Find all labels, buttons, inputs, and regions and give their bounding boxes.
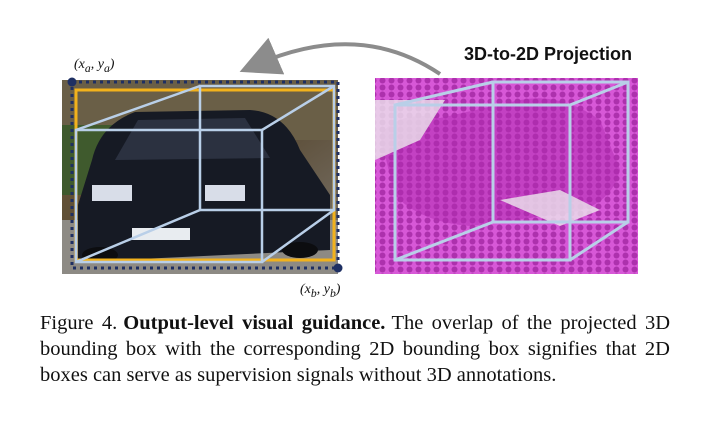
corner-point-b [333,263,343,273]
coordinate-label-a: (xa, ya) [74,57,115,75]
point-cloud-image [375,78,638,274]
projection-label: 3D-to-2D Projection [464,44,633,64]
figure-caption: Figure 4.Output-level visual guidance.Th… [40,310,670,388]
corner-point-a [67,77,77,87]
caption-body: The overlap of the projected 3D bounding… [40,312,670,386]
coordinate-label-b: (xb, yb) [300,282,341,300]
figure-label: Figure 4. [40,312,118,334]
3d-box-right [393,80,630,262]
figure-canvas [62,37,638,274]
dotted-2d-box [70,80,340,270]
projection-arrow [239,37,442,76]
caption-title: Output-level visual guidance. [123,312,386,334]
projected-3d-box-left [74,84,336,264]
